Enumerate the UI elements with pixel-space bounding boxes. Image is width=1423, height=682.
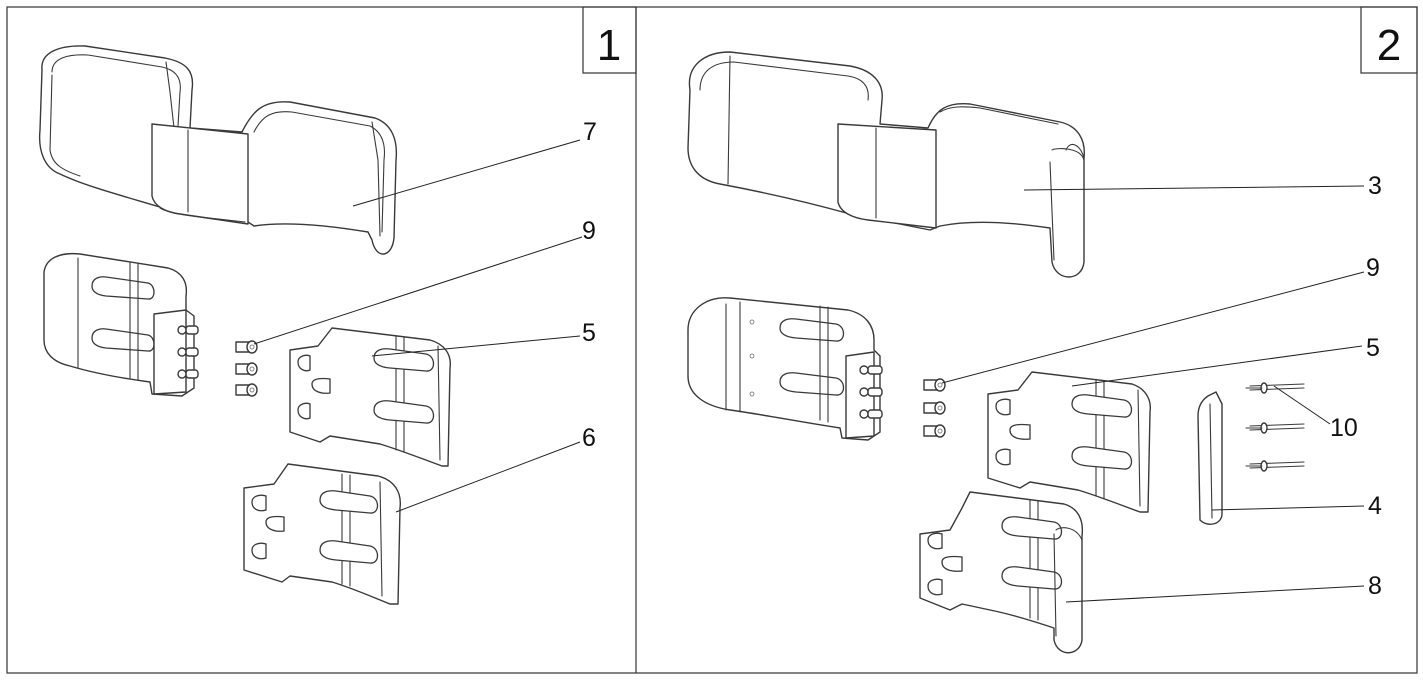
leader-lines-panel-2 xyxy=(941,185,1365,603)
callout-8: 8 xyxy=(1368,572,1382,600)
part-3-headrest-pad xyxy=(687,51,1085,278)
callout-7: 7 xyxy=(583,118,597,146)
panel-2-number: 2 xyxy=(1377,21,1401,70)
part-back-plate-1 xyxy=(43,252,199,397)
part-7-headrest-pad xyxy=(38,45,398,255)
part-9-screws-panel-2 xyxy=(923,378,946,438)
callout-3: 3 xyxy=(1368,172,1382,200)
part-6-bracket-plate xyxy=(243,463,401,605)
callout-4: 4 xyxy=(1368,492,1382,520)
part-8-bracket-plate xyxy=(919,491,1084,654)
part-5-bracket-plate xyxy=(289,327,451,467)
callout-5: 5 xyxy=(582,319,596,347)
panel-2-number-box xyxy=(1360,6,1418,74)
callout-9: 9 xyxy=(582,217,596,245)
callout-9-panel-2: 9 xyxy=(1366,254,1380,282)
part-4-side-strip xyxy=(1197,391,1223,525)
part-back-plate-2 xyxy=(687,297,883,441)
outer-frame xyxy=(6,6,1418,674)
panel-1-number-box xyxy=(582,6,637,74)
part-9-screws xyxy=(235,340,258,397)
callout-5-panel-2: 5 xyxy=(1366,334,1380,362)
part-10-rivets xyxy=(1245,382,1305,472)
panel-1-number: 1 xyxy=(597,21,621,70)
leader-lines-panel-1 xyxy=(253,139,583,513)
part-5-bracket-plate-panel-2 xyxy=(987,371,1151,513)
callout-6: 6 xyxy=(582,424,596,452)
callout-10: 10 xyxy=(1330,414,1358,442)
